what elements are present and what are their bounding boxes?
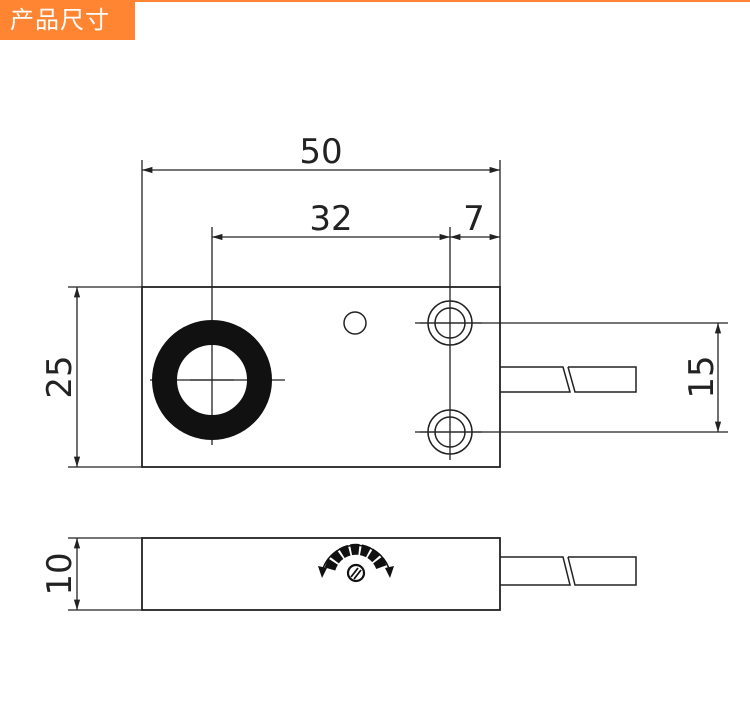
- indicator-led: [343, 311, 367, 335]
- dim-label-length: 50: [299, 132, 342, 172]
- mounting-hole: [427, 300, 473, 346]
- dim-label-7: 7: [463, 199, 485, 239]
- cable: [500, 366, 637, 393]
- sensitivity-adjuster-icon: [318, 543, 394, 583]
- sensing-ring: [152, 320, 272, 440]
- section-title: 产品尺寸: [0, 0, 135, 40]
- top-view-body: [141, 286, 501, 468]
- dim-label-width: 25: [40, 355, 80, 398]
- mounting-hole: [427, 409, 473, 455]
- dim-label-height: 10: [40, 552, 80, 595]
- top-accent-line: [0, 0, 750, 2]
- dim-label-32: 32: [309, 199, 352, 239]
- side-view-body: [141, 537, 501, 611]
- dim-label-hole-spacing: 15: [682, 355, 722, 398]
- cable: [500, 556, 637, 586]
